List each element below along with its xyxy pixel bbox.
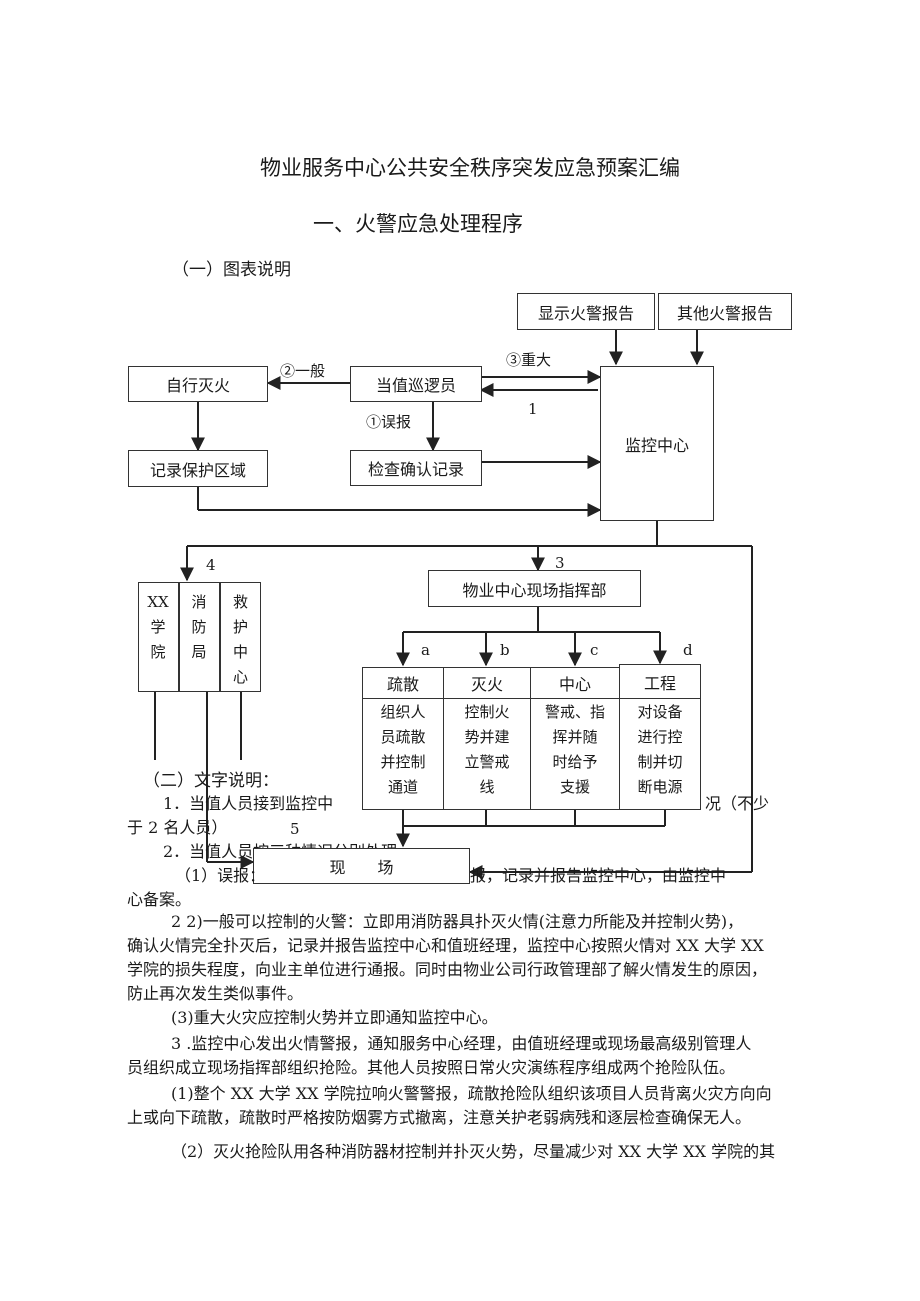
label-3: 3 xyxy=(555,554,565,572)
para-general-fire: 2 2)一般可以控制的火警：立即用消防器具扑灭火情(注意力所能及并控制火势)， … xyxy=(127,912,768,1003)
box-duty-patrol: 当值巡逻员 xyxy=(350,366,482,402)
box-monitor-center: 监控中心 xyxy=(600,366,714,521)
label-d: d xyxy=(683,641,693,659)
para-1c: 于 2 名人员） xyxy=(127,818,228,837)
para-firefighting: （2）灭火抢险队用各种消防器材控制并扑灭火势，尽量减少对 XX 大学 XX 学院… xyxy=(171,1142,776,1161)
para-major-fire: (3)重大火灾应控制火势并立即通知监控中心。 xyxy=(171,1008,498,1027)
label-false-alarm: ①误报 xyxy=(366,413,412,431)
subheading-text: （二）文字说明： xyxy=(143,771,279,791)
divider xyxy=(178,582,180,692)
label-general: ②一般 xyxy=(280,362,326,380)
para-evacuation: (1)整个 XX 大学 XX 学院拉响火警警报，疏散抢险队组织该项目人员背离火灾… xyxy=(127,1084,772,1127)
subheading-chart: （一）图表说明 xyxy=(172,260,291,280)
para-3a: （1）误报： xyxy=(175,866,266,885)
box-site-command: 物业中心现场指挥部 xyxy=(428,570,641,607)
team-firefighting: 灭火 控制火势并建立警戒线 xyxy=(443,667,531,810)
box-display-fire-report: 显示火警报告 xyxy=(517,293,655,330)
para-1a: 1．当值人员接到监控中 xyxy=(163,794,334,813)
box-site: 现 场 xyxy=(253,848,470,884)
agency-fire-bureau: 消防局 xyxy=(191,593,207,661)
external-agencies-group xyxy=(138,582,261,692)
label-4: 4 xyxy=(206,556,216,574)
para-3c: 心备案。 xyxy=(127,890,192,909)
label-1: 1 xyxy=(528,400,538,418)
para-1b: 况（不少 xyxy=(705,794,770,813)
label-b: b xyxy=(500,641,510,659)
box-record-protect-zone: 记录保护区域 xyxy=(128,450,268,487)
label-major: ③重大 xyxy=(506,351,552,369)
box-self-extinguish: 自行灭火 xyxy=(128,366,268,402)
label-c: c xyxy=(590,641,599,659)
label-5: 5 xyxy=(290,820,300,838)
document-title: 物业服务中心公共安全秩序突发应急预案汇编 xyxy=(260,156,680,180)
section-heading: 一、火警应急处理程序 xyxy=(313,212,523,236)
para-3b: 报，记录并报告监控中心，由监控中 xyxy=(470,866,727,885)
para-monitor-alarm: 3 .监控中心发出火情警报，通知服务中心经理，由值班经理或现场最高级别管理人 员… xyxy=(127,1034,752,1077)
team-evacuation: 疏散 组织人员疏散并控制通道 xyxy=(362,667,444,810)
divider xyxy=(219,582,221,692)
box-check-confirm-record: 检查确认记录 xyxy=(350,450,482,486)
team-center: 中心 警戒、指挥并随时给予支援 xyxy=(530,667,620,810)
agency-rescue-center: 救护中心 xyxy=(232,593,248,686)
team-engineering: 工程 对设备进行控制并切断电源 xyxy=(619,664,701,810)
label-a: a xyxy=(421,641,430,659)
box-other-fire-report: 其他火警报告 xyxy=(658,293,792,330)
